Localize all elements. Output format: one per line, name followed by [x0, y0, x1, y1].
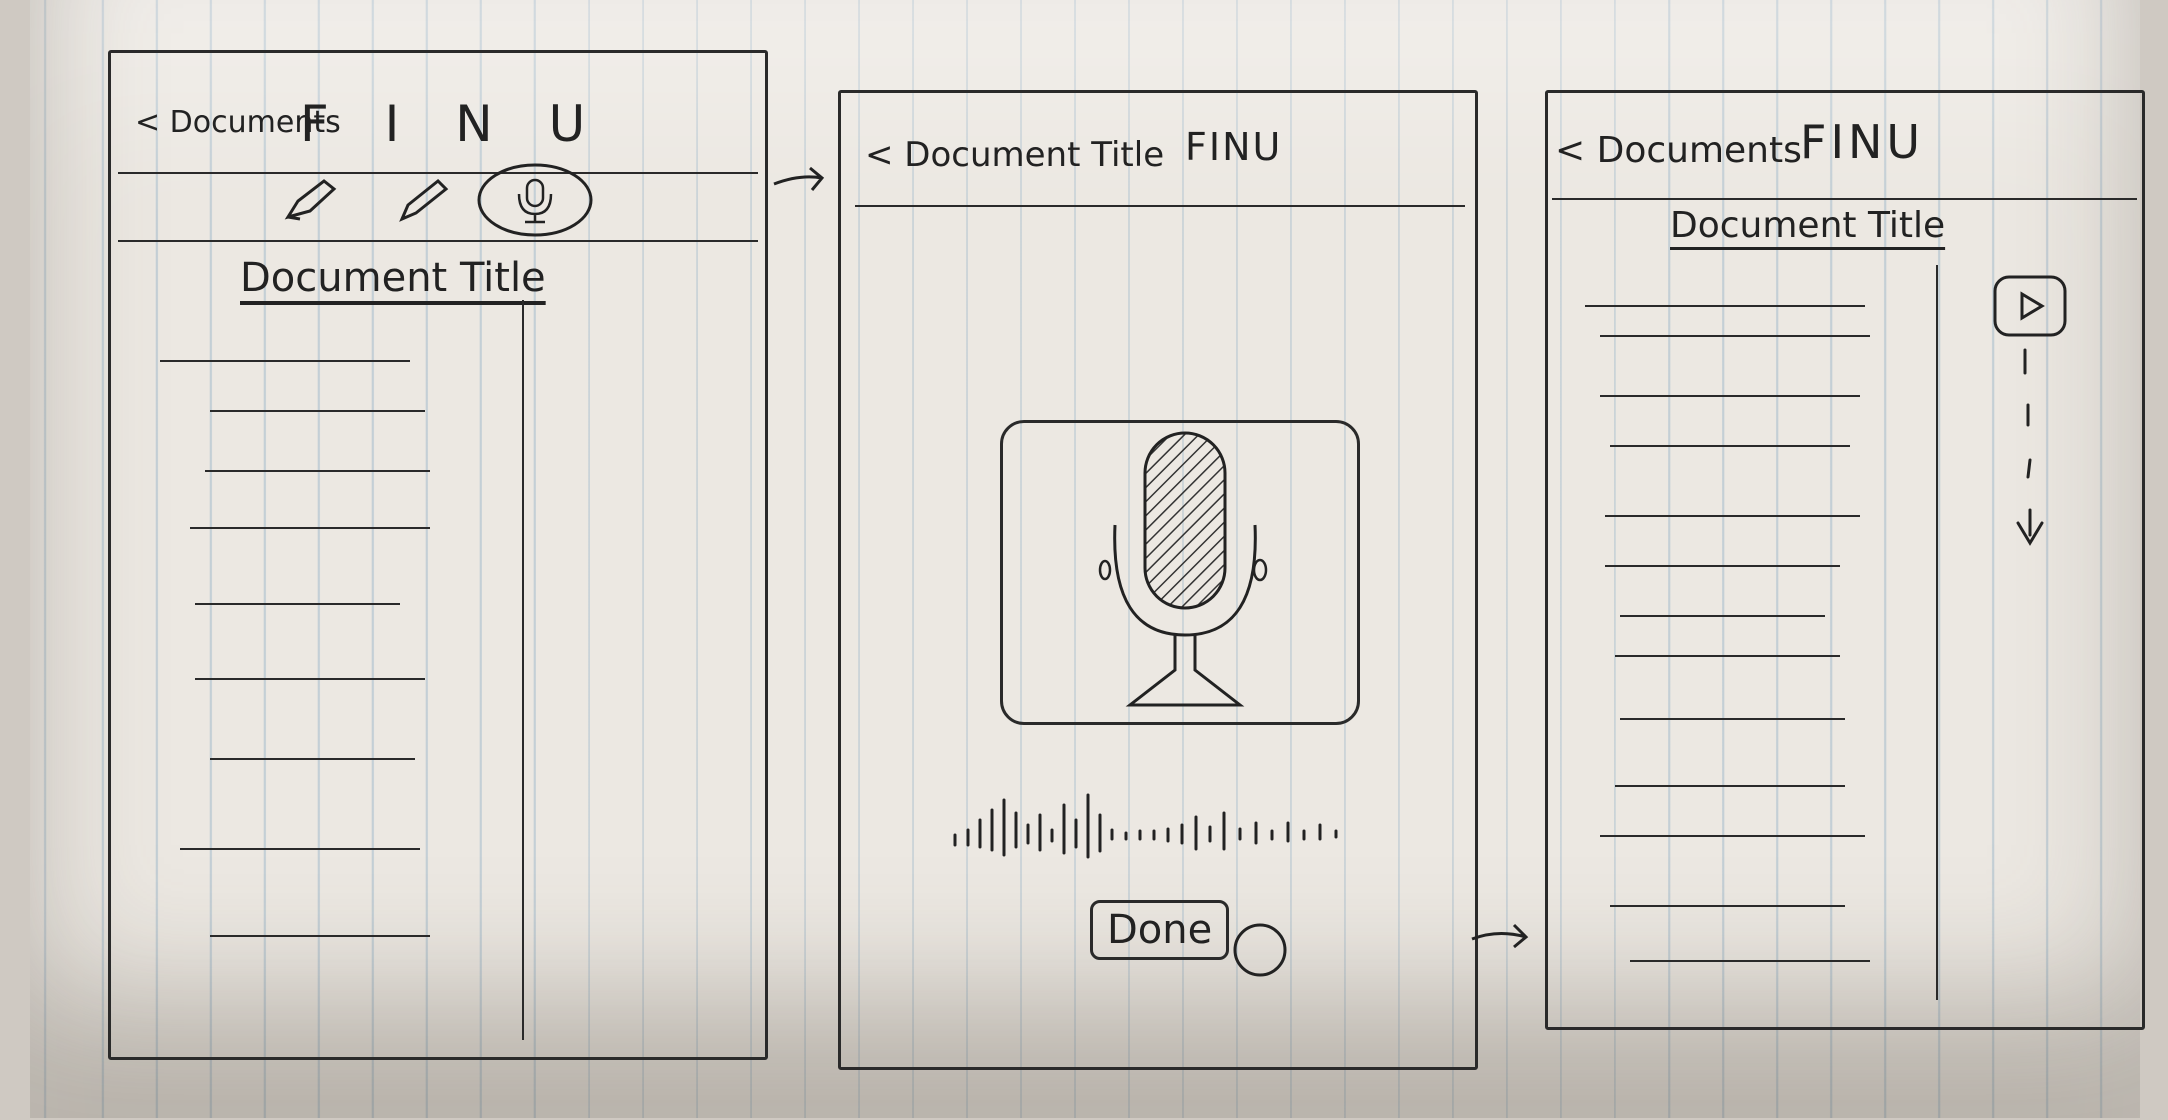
text-line: [1615, 785, 1845, 787]
header-divider: [855, 205, 1465, 207]
text-line: [1620, 615, 1825, 617]
play-icon[interactable]: [1990, 272, 2070, 342]
document-title: Document Title: [240, 255, 546, 301]
margin-line: [1936, 265, 1938, 1000]
arrow-right-icon: [1468, 915, 1538, 955]
text-line: [1600, 835, 1865, 837]
arrow-right-icon: [770, 160, 830, 200]
text-line: [190, 527, 430, 529]
format-toolbar[interactable]: FINU: [1800, 115, 1924, 169]
text-line: [205, 470, 430, 472]
text-line: [1630, 960, 1870, 962]
text-line: [210, 935, 430, 937]
header-divider: [118, 172, 758, 174]
text-line: [1600, 335, 1870, 337]
tap-indicator: [1230, 920, 1290, 980]
microphone-icon: [1080, 425, 1280, 715]
text-line: [1600, 395, 1860, 397]
pencil-icon[interactable]: [392, 175, 452, 225]
audio-waveform: [950, 775, 1360, 865]
text-line: [195, 603, 400, 605]
done-button[interactable]: Done: [1090, 900, 1229, 960]
text-line: [1585, 305, 1865, 307]
text-line: [1620, 718, 1845, 720]
text-line: [195, 678, 425, 680]
text-line: [1610, 445, 1850, 447]
back-to-document-link[interactable]: < Document Title: [865, 135, 1164, 175]
margin-line: [522, 300, 524, 1040]
header-divider: [1552, 198, 2137, 200]
text-line: [1605, 565, 1840, 567]
text-line: [210, 758, 415, 760]
microphone-icon[interactable]: [475, 160, 595, 240]
toolbar-divider: [118, 240, 758, 242]
text-line: [1605, 515, 1860, 517]
document-title: Document Title: [1670, 205, 1945, 246]
text-line: [180, 848, 420, 850]
format-toolbar[interactable]: FINU: [1185, 125, 1282, 169]
text-line: [1610, 905, 1845, 907]
text-line: [160, 360, 410, 362]
playback-progress-indicator: [2000, 345, 2060, 555]
text-line: [210, 410, 425, 412]
back-to-documents-link[interactable]: < Documents: [1555, 130, 1802, 171]
highlighter-icon[interactable]: [280, 175, 340, 225]
text-line: [1615, 655, 1840, 657]
format-toolbar[interactable]: F I N U: [300, 95, 605, 153]
